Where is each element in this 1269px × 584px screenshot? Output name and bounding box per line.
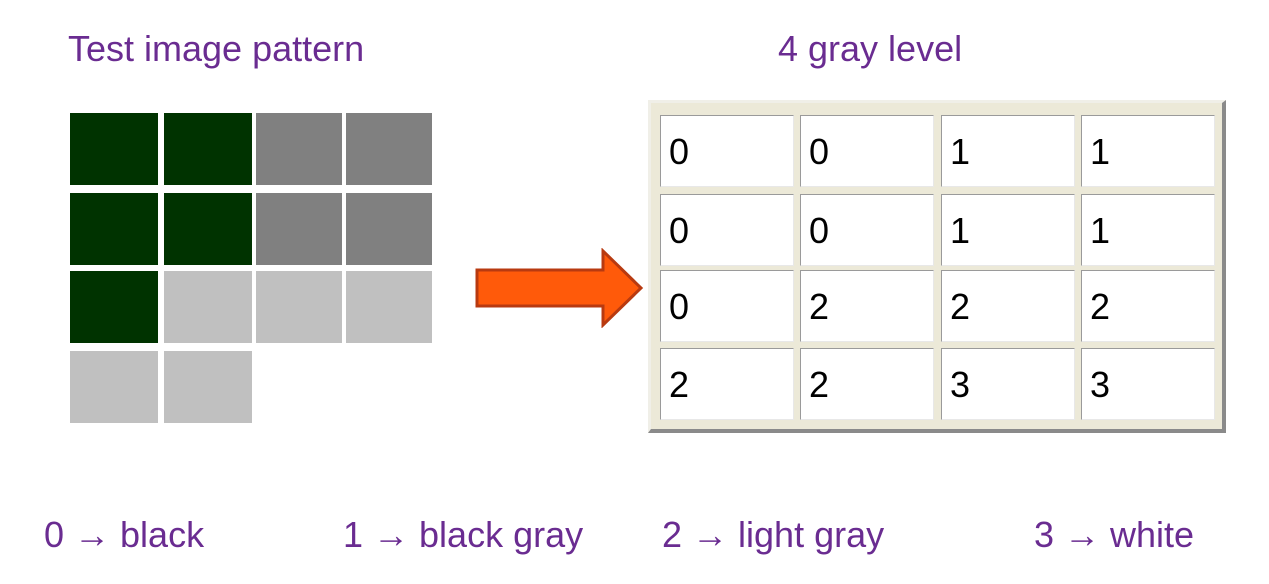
pattern-cell [164, 271, 252, 343]
pattern-cell [346, 271, 432, 343]
matrix-cell: 0 [660, 115, 794, 187]
pattern-cell [256, 193, 342, 265]
pattern-cell [70, 351, 158, 423]
matrix-cell: 1 [1081, 194, 1215, 266]
pattern-cell [256, 113, 342, 185]
pattern-cell [70, 193, 158, 265]
pattern-cell [164, 193, 252, 265]
matrix-cell: 0 [800, 115, 934, 187]
matrix-cell: 2 [941, 270, 1075, 342]
legend-item-black: 0 → black [44, 514, 205, 555]
pattern-cell [164, 113, 252, 185]
legend-item-light-gray: 2 → light gray [662, 514, 885, 555]
matrix-cell: 3 [1081, 348, 1215, 420]
pattern-cell [346, 193, 432, 265]
matrix-cell: 2 [800, 270, 934, 342]
test-image-title: Test image pattern [68, 28, 365, 69]
pattern-cell [346, 113, 432, 185]
matrix-cell: 0 [800, 194, 934, 266]
gray-level-matrix: 0 0 1 1 0 0 1 1 0 2 2 2 2 2 3 3 [648, 100, 1226, 433]
matrix-cell: 2 [800, 348, 934, 420]
matrix-cell: 1 [941, 115, 1075, 187]
pattern-cell [164, 351, 252, 423]
matrix-cell: 1 [941, 194, 1075, 266]
matrix-cell: 0 [660, 270, 794, 342]
matrix-cell: 1 [1081, 115, 1215, 187]
matrix-cell: 3 [941, 348, 1075, 420]
pattern-cell [70, 113, 158, 185]
legend-item-black-gray: 1 → black gray [343, 514, 584, 555]
gray-level-title: 4 gray level [778, 28, 963, 69]
legend-item-white: 3 → white [1034, 514, 1195, 555]
pattern-cell [256, 271, 342, 343]
matrix-cell: 2 [1081, 270, 1215, 342]
pattern-cell [70, 271, 158, 343]
right-arrow-icon [475, 248, 644, 328]
matrix-cell: 0 [660, 194, 794, 266]
matrix-cell: 2 [660, 348, 794, 420]
